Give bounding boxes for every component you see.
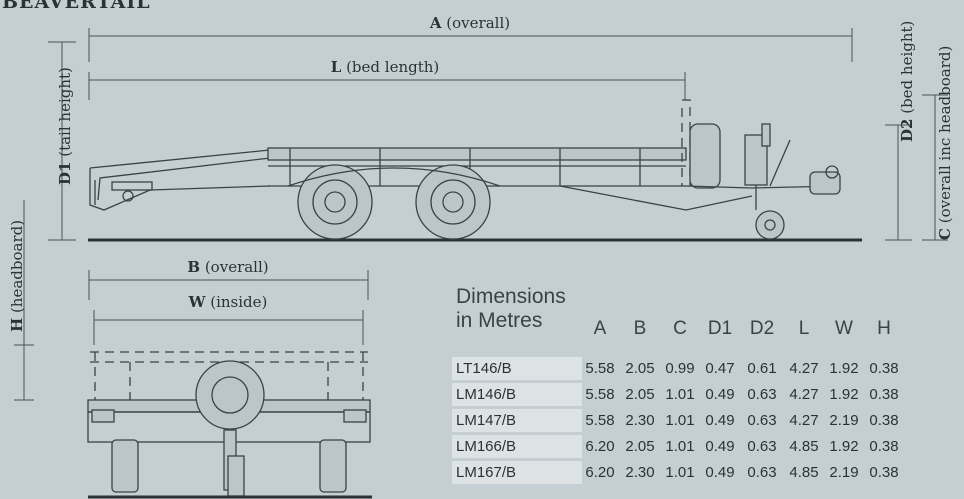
trailer-side-view (89, 99, 841, 240)
value-cell: 1.92 (829, 386, 859, 403)
column-header: D1 (707, 318, 733, 339)
value-cell: 6.20 (585, 438, 615, 455)
value-cell: 0.63 (747, 386, 777, 403)
value-cell: 0.38 (869, 464, 899, 481)
value-cell: 1.01 (665, 464, 695, 481)
value-cell: 2.05 (625, 438, 655, 455)
value-cell: 0.49 (705, 438, 735, 455)
column-header: W (835, 318, 853, 339)
label-w: W (inside) (188, 293, 268, 311)
column-header: A (593, 318, 607, 339)
column-header: H (877, 318, 891, 339)
label-b: B (overall) (187, 258, 268, 276)
brand-title: BEAVERTAIL (2, 0, 151, 13)
value-cell: 2.05 (625, 386, 655, 403)
value-cell: 5.58 (585, 412, 615, 429)
value-cell: 0.38 (869, 438, 899, 455)
value-cell: 0.47 (705, 360, 735, 377)
model-cell: LM146/B (452, 383, 582, 406)
dimension-h: H (headboard) (8, 200, 34, 401)
trailer-rear-view (87, 351, 371, 497)
value-cell: 1.92 (829, 360, 859, 377)
label-c: C (overall inc headboard) (936, 46, 954, 240)
label-d1: D1 (tail height) (56, 67, 74, 185)
dimensions-title-line1: Dimensions (456, 285, 566, 308)
label-d2: D2 (bed height) (898, 21, 916, 142)
value-cell: 4.27 (789, 412, 819, 429)
value-cell: 2.30 (625, 412, 655, 429)
value-cell: 1.92 (829, 438, 859, 455)
dimension-d2: D2 (bed height) (885, 21, 916, 241)
value-cell: 6.20 (585, 464, 615, 481)
value-cell: 4.27 (789, 386, 819, 403)
wheel-front (297, 164, 373, 240)
value-cell: 0.38 (869, 412, 899, 429)
value-cell: 0.38 (869, 386, 899, 403)
value-cell: 0.99 (665, 360, 695, 377)
value-cell: 0.63 (747, 438, 777, 455)
dimensions-title: Dimensions in Metres (456, 285, 606, 333)
model-cell: LM166/B (452, 435, 582, 458)
value-cell: 0.49 (705, 386, 735, 403)
value-cell: 2.19 (829, 412, 859, 429)
wheel-rear (415, 164, 491, 240)
value-cell: 0.61 (747, 360, 777, 377)
column-header: B (633, 318, 647, 339)
label-h: H (headboard) (8, 220, 26, 332)
value-cell: 0.63 (747, 412, 777, 429)
value-cell: 2.05 (625, 360, 655, 377)
dimension-a: A (overall) (88, 14, 853, 62)
dimension-b: B (overall) (88, 258, 369, 300)
value-cell: 1.01 (665, 438, 695, 455)
value-cell: 5.58 (585, 386, 615, 403)
value-cell: 0.63 (747, 464, 777, 481)
model-cell: LM147/B (452, 409, 582, 432)
column-header: L (798, 318, 810, 339)
value-cell: 2.19 (829, 464, 859, 481)
column-header: C (673, 318, 687, 339)
dimension-l: L (bed length) (88, 58, 686, 100)
label-l: L (bed length) (331, 58, 440, 76)
label-a: A (overall) (429, 14, 510, 32)
value-cell: 1.01 (665, 412, 695, 429)
value-cell: 1.01 (665, 386, 695, 403)
value-cell: 5.58 (585, 360, 615, 377)
dimension-w: W (inside) (93, 293, 364, 345)
value-cell: 0.49 (705, 412, 735, 429)
value-cell: 2.30 (625, 464, 655, 481)
dimension-d1: D1 (tail height) (48, 41, 76, 241)
column-header: D2 (749, 318, 775, 339)
value-cell: 0.38 (869, 360, 899, 377)
value-cell: 4.85 (789, 438, 819, 455)
value-cell: 0.49 (705, 464, 735, 481)
dimension-c: C (overall inc headboard) (922, 46, 954, 241)
value-cell: 4.85 (789, 464, 819, 481)
model-cell: LM167/B (452, 461, 582, 484)
dimensions-title-line2: in Metres (456, 309, 543, 332)
model-cell: LT146/B (452, 357, 582, 380)
value-cell: 4.27 (789, 360, 819, 377)
